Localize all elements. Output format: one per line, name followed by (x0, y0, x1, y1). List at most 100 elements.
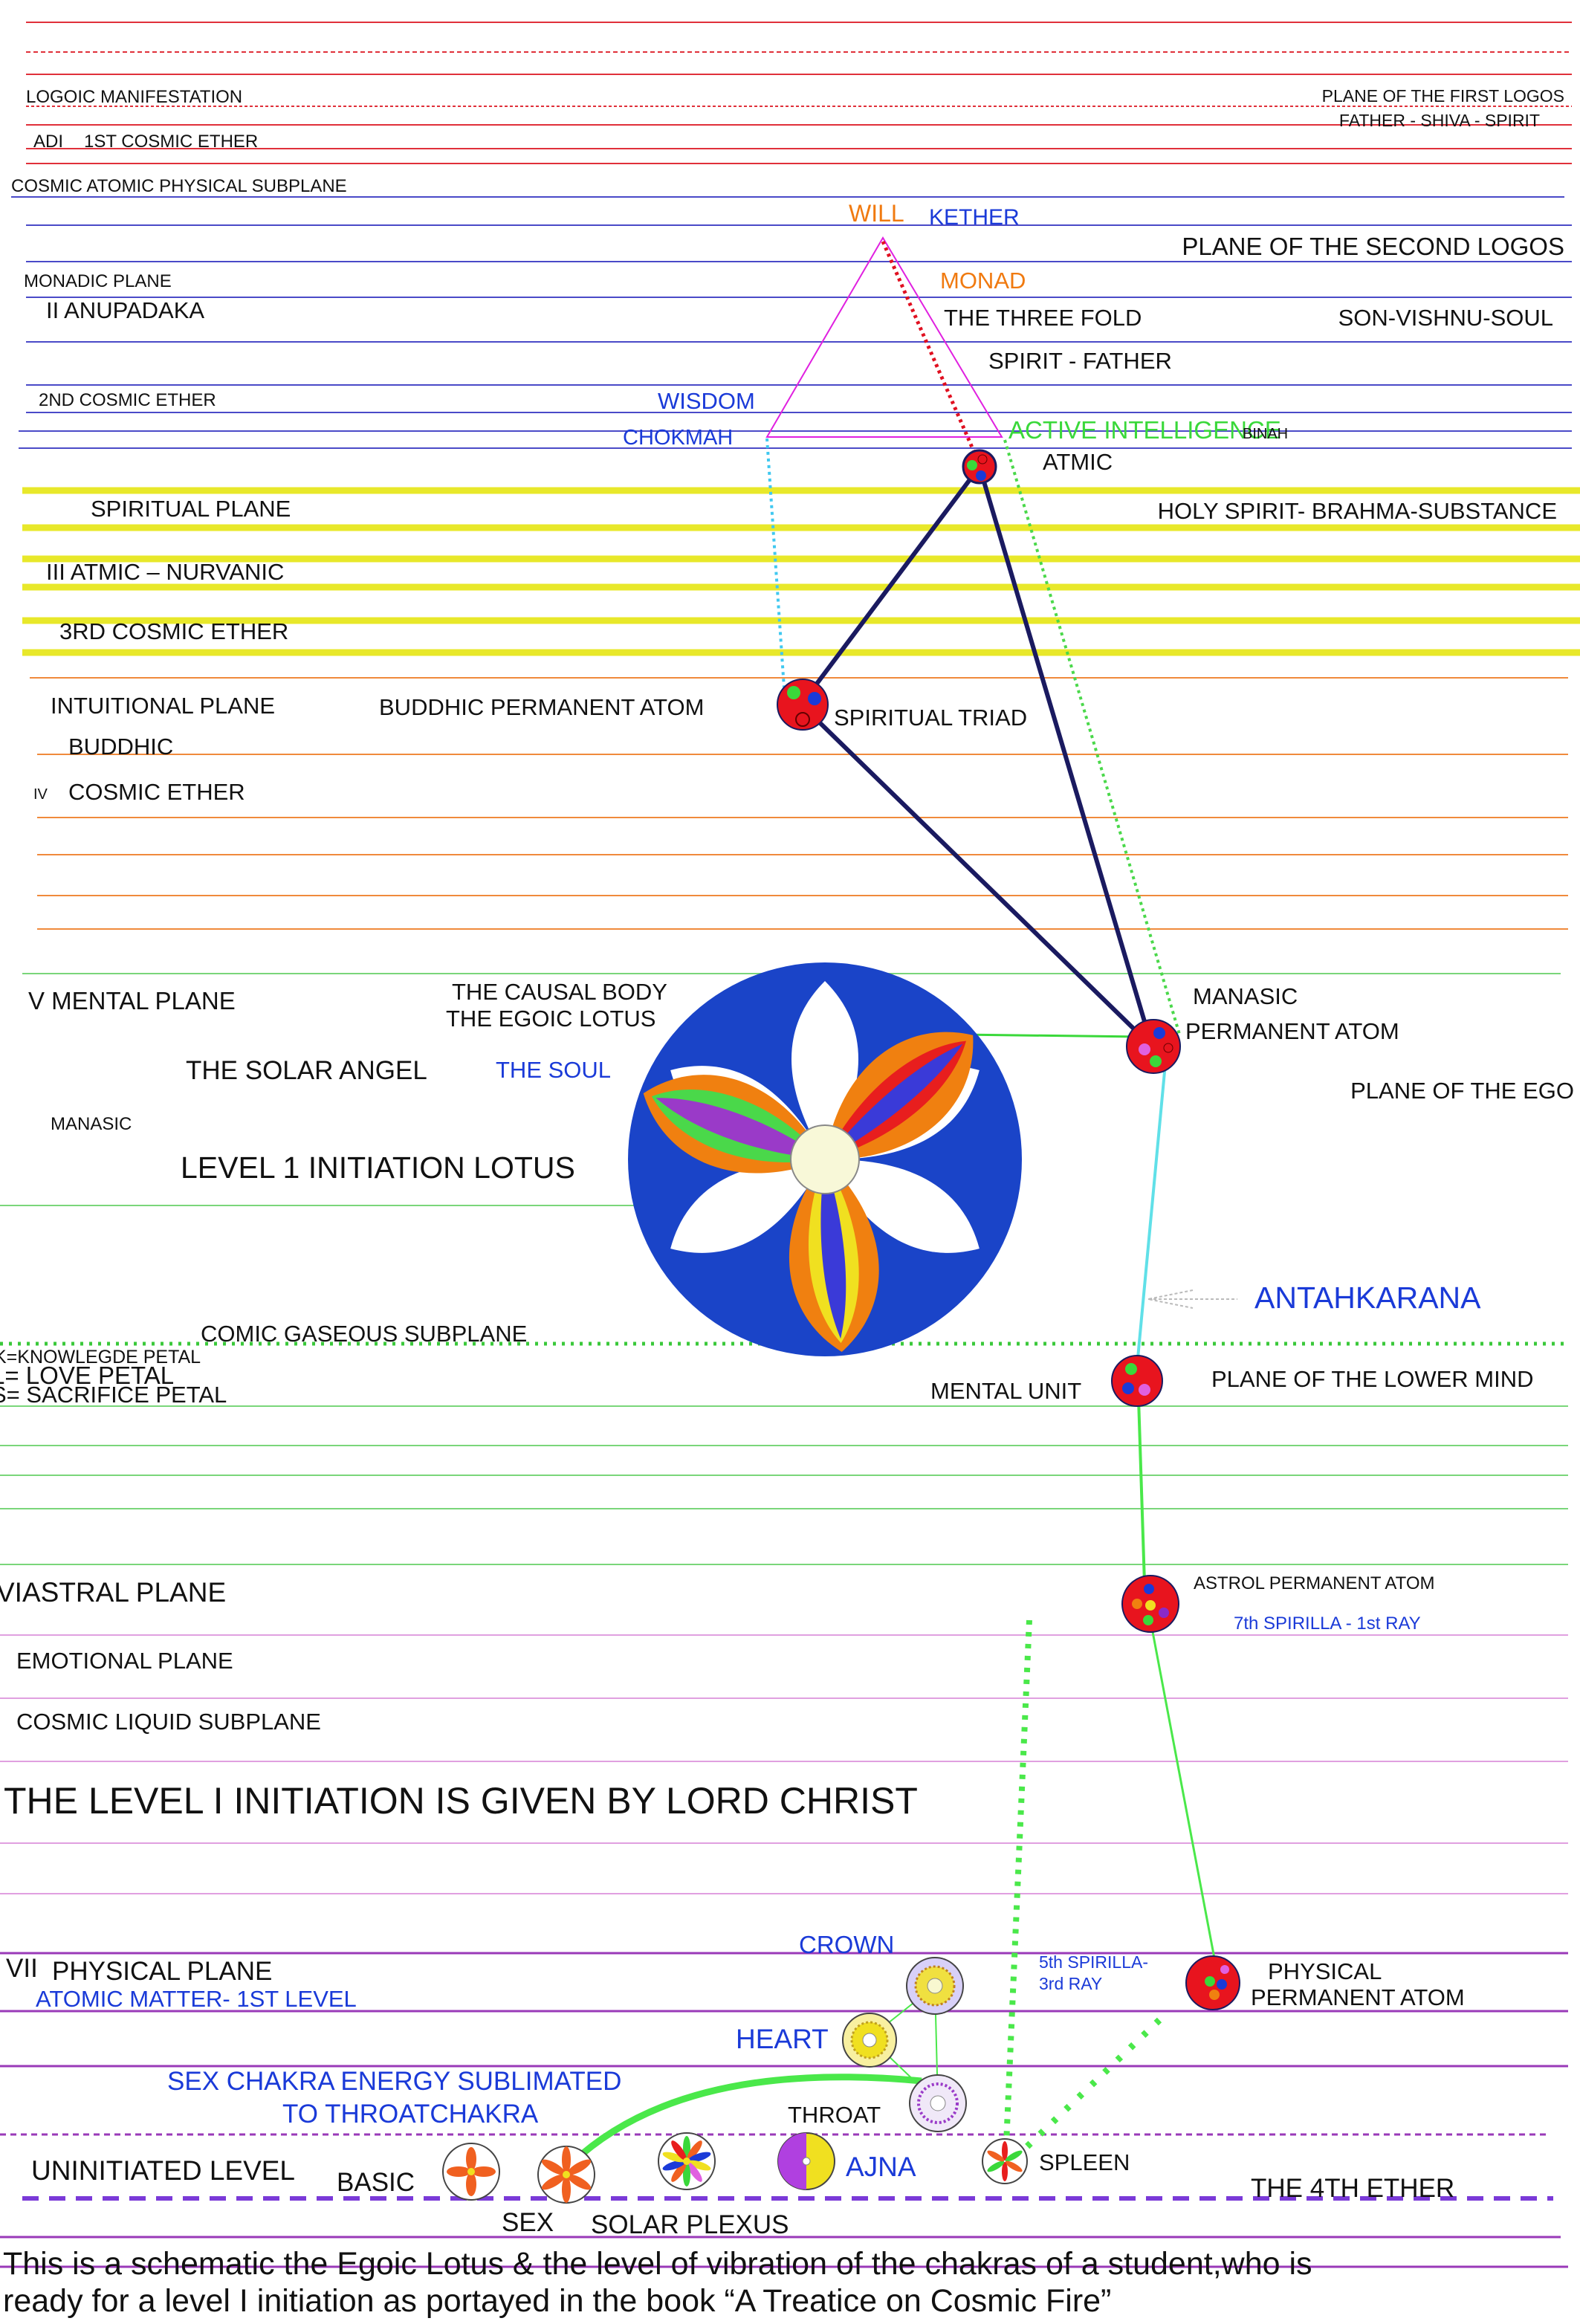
label-spiritual-triad: SPIRITUAL TRIAD (834, 705, 1027, 731)
label-active-intelligence: ACTIVE INTELLIGENCE (1008, 416, 1281, 444)
label-buddhic-atom: BUDDHIC PERMANENT ATOM (379, 694, 705, 720)
label-the-soul: THE SOUL (496, 1057, 611, 1083)
label-antahkarana: ANTAHKARANA (1254, 1281, 1481, 1315)
label-spirit-father: SPIRIT - FATHER (988, 348, 1172, 374)
label-atmic-nurvanic: III ATMIC – NURVANIC (46, 559, 284, 585)
label-l-petal: L= LOVE PETAL (0, 1362, 174, 1389)
label-three-fold: THE THREE FOLD (944, 305, 1142, 331)
label-sublimated-2: TO THROATCHAKRA (282, 2100, 539, 2129)
label-monadic-plane: MONADIC PLANE (24, 271, 172, 291)
label-spleen: SPLEEN (1039, 2149, 1130, 2175)
label-vii: VII (6, 1954, 38, 1983)
physical-permanent-atom (1185, 1955, 1240, 2010)
atmic-atom (962, 449, 997, 485)
label-solar-angel: THE SOLAR ANGEL (186, 1056, 427, 1085)
label-throat: THROAT (788, 2102, 881, 2128)
mental-unit-atom (1111, 1355, 1163, 1407)
label-anupadaka: II ANUPADAKA (46, 297, 204, 323)
heart-chakra (842, 2013, 897, 2068)
label-lower-mind: PLANE OF THE LOWER MIND (1211, 1366, 1534, 1392)
astral-to-physical-line (1149, 1619, 1217, 1963)
buddhic-permanent-atom (777, 679, 829, 731)
label-son-vishnu: SON-VISHNU-SOUL (1338, 305, 1553, 331)
label-physical-atom-1: PHYSICAL (1268, 1958, 1382, 1984)
label-fourth-ether: THE 4TH ETHER (1251, 2174, 1454, 2203)
label-heart: HEART (736, 2024, 829, 2054)
label-chokmah: CHOKMAH (623, 426, 733, 450)
caption-line-1: This is a schematic the Egoic Lotus & th… (3, 2246, 1312, 2282)
label-level1-lotus: LEVEL 1 INITIATION LOTUS (181, 1150, 575, 1185)
label-kether: KETHER (929, 205, 1020, 230)
label-mental-unit: MENTAL UNIT (930, 1378, 1081, 1404)
will-line (881, 241, 982, 465)
label-sex: SEX (502, 2208, 554, 2237)
mental-to-astral-line (1137, 1398, 1146, 1584)
colored-petal-upper (825, 1032, 974, 1160)
label-causal-body: THE CAUSAL BODY (452, 979, 667, 1005)
label-adi: ADI (33, 132, 63, 152)
label-manasic-atom-1: MANASIC (1193, 983, 1298, 1009)
solar-plexus-chakra (658, 2132, 716, 2190)
crown-chakra (906, 1957, 964, 2015)
label-logoic: LOGOIC MANIFESTATION (26, 87, 242, 107)
label-cosmic-ether-2: 2ND COSMIC ETHER (39, 390, 216, 410)
antahkarana-line (1136, 1047, 1168, 1367)
label-first-logos: PLANE OF THE FIRST LOGOS (1322, 86, 1564, 106)
caption-line-2: ready for a level I initiation as portay… (3, 2283, 1111, 2319)
colored-petal-left (643, 1075, 825, 1174)
label-cosmic-atomic: COSMIC ATOMIC PHYSICAL SUBPLANE (11, 176, 347, 196)
label-manasic-atom-2: PERMANENT ATOM (1185, 1018, 1399, 1044)
label-cosmic-liquid: COSMIC LIQUID SUBPLANE (16, 1709, 321, 1735)
manasic-permanent-atom (1126, 1019, 1181, 1074)
label-plane-ego: PLANE OF THE EGO (1350, 1078, 1574, 1104)
ajna-chakra (777, 2132, 835, 2190)
label-spiritual-plane: SPIRITUAL PLANE (91, 496, 291, 522)
label-crown: CROWN (799, 1931, 894, 1958)
astrol-permanent-atom (1121, 1575, 1179, 1633)
label-physical-atom-2: PERMANENT ATOM (1251, 1984, 1465, 2010)
lotus-to-manasic-line (958, 1033, 1142, 1038)
label-binah: BINAH (1243, 426, 1288, 442)
label-atomic-matter: ATOMIC MATTER- 1ST LEVEL (36, 1986, 357, 2012)
label-monad: MONAD (940, 268, 1026, 294)
connectors (569, 236, 1237, 2178)
plane-lines (0, 22, 1580, 2268)
label-atmic: ATMIC (1043, 449, 1113, 475)
label-intuitional: INTUITIONAL PLANE (51, 693, 275, 719)
label-iv: IV (33, 786, 48, 803)
spleen-chakra (982, 2138, 1028, 2184)
lotus-center (790, 1124, 860, 1194)
label-spirilla-5b: 3rd RAY (1039, 1974, 1102, 1993)
label-initiation-headline: THE LEVEL I INITIATION IS GIVEN BY LORD … (4, 1780, 918, 1822)
label-cosmic-ether-1: 1ST COSMIC ETHER (84, 132, 258, 152)
spiritual-triad-line (798, 465, 1157, 1055)
label-second-logos: PLANE OF THE SECOND LOGOS (1182, 233, 1564, 260)
label-holy-spirit: HOLY SPIRIT- BRAHMA-SUBSTANCE (1158, 498, 1557, 524)
label-astrol-atom: ASTROL PERMANENT ATOM (1194, 1573, 1435, 1593)
label-mental-plane: V MENTAL PLANE (28, 987, 236, 1014)
label-comic-gaseous: COMIC GASEOUS SUBPLANE (201, 1321, 527, 1347)
physical-to-spleen-line (1019, 2017, 1162, 2155)
label-s-petal: S= SACRIFICE PETAL (0, 1382, 227, 1408)
label-will: WILL (849, 200, 904, 227)
vertical-dotted-line (1002, 1619, 1032, 2178)
label-solar-plexus: SOLAR PLEXUS (591, 2210, 789, 2239)
label-basic: BASIC (337, 2168, 415, 2197)
label-manasic: MANASIC (51, 1114, 132, 1134)
label-buddhic: BUDDHIC (68, 734, 173, 760)
colored-petal-lower (789, 1159, 879, 1353)
label-emotional: EMOTIONAL PLANE (16, 1648, 233, 1674)
label-spirilla-5a: 5th SPIRILLA- (1039, 1952, 1148, 1972)
label-uninitiated: UNINITIATED LEVEL (31, 2155, 295, 2186)
label-physical-plane: PHYSICAL PLANE (52, 1957, 272, 1986)
sex-chakra (537, 2146, 595, 2204)
throat-chakra (909, 2074, 967, 2132)
label-k-petal: K=KNOWLEGDE PETAL (0, 1347, 201, 1367)
label-wisdom: WISDOM (658, 388, 755, 414)
basic-chakra (442, 2143, 500, 2201)
sublimation-arc (569, 2074, 922, 2166)
wisdom-line (765, 438, 786, 688)
label-egoic-lotus: THE EGOIC LOTUS (446, 1006, 655, 1032)
antahkarana-arrow (1147, 1289, 1237, 1309)
